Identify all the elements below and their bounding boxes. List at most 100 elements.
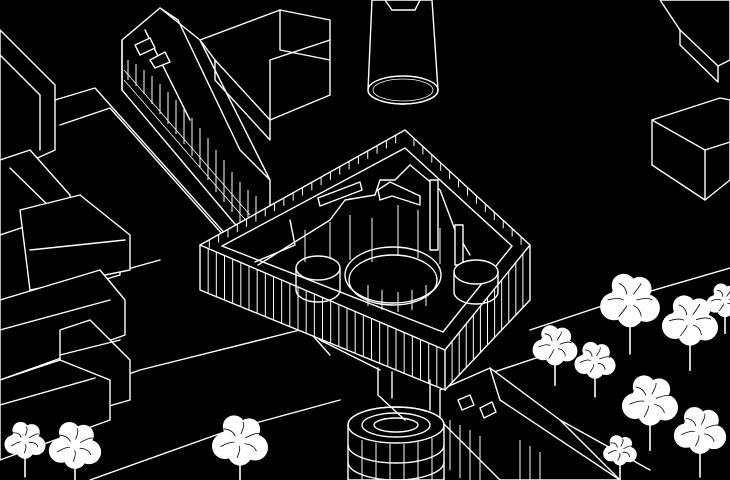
tree-detail [23, 444, 27, 454]
tree-detail [56, 446, 70, 453]
tree [532, 325, 578, 386]
cylindrical-ramp [347, 406, 445, 480]
main-pavilion [199, 129, 531, 421]
rear-block [199, 9, 331, 141]
tree-detail [559, 341, 572, 345]
tree-canopy [553, 327, 572, 346]
tree-canopy [723, 285, 730, 301]
tree [574, 341, 616, 398]
tree-detail [618, 282, 628, 295]
tree-detail [629, 400, 645, 405]
tree-detail [24, 426, 28, 436]
tree-detail [700, 413, 706, 425]
tree-detail [607, 298, 624, 301]
tree-canopy [23, 424, 40, 441]
tree-detail [240, 421, 245, 435]
tree-canopy [677, 321, 703, 346]
tree-detail [538, 344, 551, 348]
tree [673, 406, 727, 478]
tree-canopy [627, 276, 652, 301]
tree-detail [632, 283, 642, 295]
lower-terrace [439, 367, 621, 480]
tree-detail [655, 394, 671, 399]
tree-detail [59, 434, 71, 442]
tree-detail [12, 432, 22, 438]
left-building-blocks [0, 29, 131, 461]
tree-canopy [16, 441, 34, 459]
tree-detail [620, 439, 624, 447]
tree-detail [633, 305, 642, 317]
tree-detail [579, 359, 591, 363]
tree-canopy [687, 298, 711, 321]
tree-detail [584, 349, 593, 357]
tree-detail [589, 363, 595, 373]
tree-detail [643, 405, 649, 418]
tree-detail [654, 403, 665, 414]
tree [661, 295, 719, 371]
tree-detail [623, 445, 633, 450]
tree-canopy [688, 431, 712, 454]
trees [4, 273, 730, 480]
tree-canopy [227, 441, 253, 466]
tree-detail [636, 298, 653, 301]
tree-detail [651, 382, 657, 395]
tree-canopy [637, 401, 663, 426]
tree-detail [11, 441, 22, 447]
tree-detail [244, 443, 257, 452]
tree-canopy [647, 378, 671, 401]
tree-detail [710, 298, 722, 302]
tree [600, 273, 660, 355]
tree-detail [556, 331, 562, 341]
tree [603, 435, 637, 480]
right-building-blocks [651, 0, 730, 201]
tree-detail [692, 303, 701, 315]
tree-detail [599, 356, 611, 360]
facade-fins-back [208, 135, 522, 248]
tree-detail [607, 450, 617, 454]
tree-detail [544, 333, 553, 342]
tree [621, 375, 679, 451]
interior-columns [304, 205, 441, 312]
tree-canopy [618, 437, 633, 451]
tree-detail [635, 386, 647, 396]
tree-detail [245, 432, 260, 439]
tree-detail [685, 417, 697, 427]
tree-detail [236, 445, 241, 458]
tree [48, 421, 102, 480]
historic-terrace [121, 7, 271, 231]
tree-detail [597, 362, 606, 371]
tree [706, 283, 730, 334]
tree-canopy [593, 344, 610, 361]
tree [4, 421, 46, 478]
tree-canopy [716, 300, 730, 318]
tree-detail [678, 304, 688, 316]
silo-tower [367, 0, 439, 105]
tree-detail [622, 451, 630, 458]
tree-detail [220, 441, 235, 447]
tree-detail [75, 428, 79, 440]
tree-detail [79, 437, 93, 444]
tree-canopy [586, 361, 604, 379]
tree-detail [28, 441, 39, 448]
tree-detail [705, 424, 719, 429]
tree-canopy [617, 301, 643, 328]
tree-detail [618, 305, 628, 317]
tree-detail [28, 433, 39, 439]
tree-canopy [612, 450, 628, 466]
tree-detail [557, 348, 566, 357]
tree-detail [718, 303, 724, 312]
tree-detail [72, 450, 76, 462]
tree-detail [727, 302, 730, 305]
tree-detail [716, 289, 724, 297]
tree-detail [681, 430, 695, 436]
tree-detail [695, 317, 712, 321]
tree-detail [79, 447, 92, 455]
tree-detail [693, 324, 702, 336]
tree-detail [694, 435, 700, 447]
tree-detail [223, 428, 236, 437]
tree-detail [668, 318, 685, 322]
tree-detail [726, 290, 730, 297]
facade-fins-right [451, 253, 524, 383]
tree-detail [596, 347, 601, 357]
